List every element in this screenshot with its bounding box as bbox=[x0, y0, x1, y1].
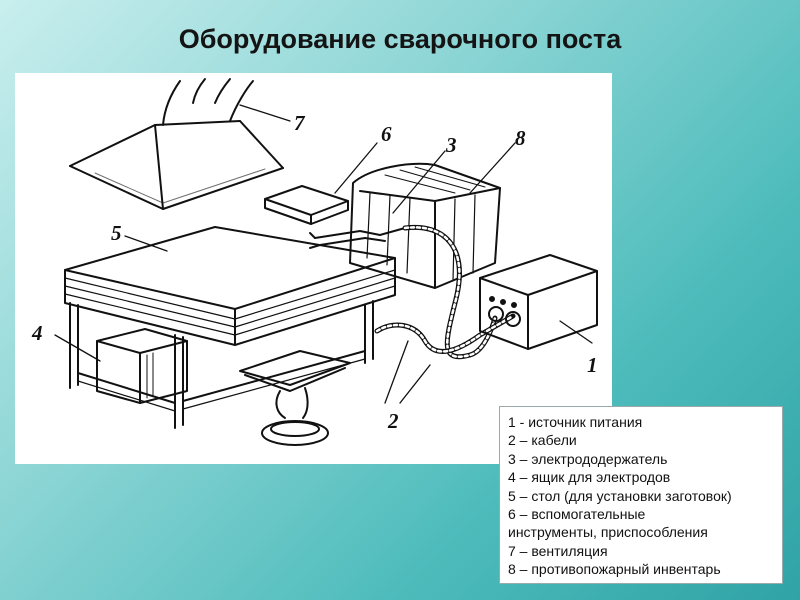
diagram-label-8: 8 bbox=[515, 126, 526, 150]
legend-box: 1 - источник питания 2 – кабели 3 – элек… bbox=[499, 406, 783, 584]
legend-line: 7 – вентиляция bbox=[508, 542, 608, 559]
welding-station-drawing bbox=[54, 78, 598, 446]
diagram-label-5: 5 bbox=[111, 221, 122, 245]
welding-cables bbox=[374, 224, 516, 360]
welder-stool bbox=[239, 350, 351, 446]
diagram-label-6: 6 bbox=[381, 122, 392, 146]
fire-equipment-box bbox=[349, 162, 501, 289]
welding-station-figure: 7 6 3 8 5 4 2 1 bbox=[15, 73, 612, 464]
electrode-box bbox=[96, 328, 188, 404]
legend-line: 5 – стол (для установки заготовок) bbox=[508, 487, 732, 504]
legend-line: 4 – ящик для электродов bbox=[508, 469, 671, 486]
diagram-label-4: 4 bbox=[32, 321, 43, 345]
ventilation-hood bbox=[69, 78, 284, 210]
welding-table bbox=[64, 226, 396, 429]
legend-line: 1 - источник питания bbox=[508, 414, 643, 430]
leader-lines bbox=[54, 104, 593, 404]
legend-line: 3 – электрододержатель bbox=[508, 450, 668, 467]
auxiliary-tools-case bbox=[264, 185, 349, 225]
legend-line: инструменты, приспособления bbox=[508, 524, 708, 541]
legend-line: 2 – кабели bbox=[508, 432, 577, 449]
diagram-label-2: 2 bbox=[388, 409, 399, 433]
diagram-label-1: 1 bbox=[587, 353, 598, 377]
legend-line: 8 – противопожарный инвентарь bbox=[508, 561, 721, 578]
legend-line: 6 – вспомогательные bbox=[508, 506, 646, 523]
diagram-label-3: 3 bbox=[446, 133, 457, 157]
page-title: Оборудование сварочного поста bbox=[178, 24, 622, 54]
diagram-label-7: 7 bbox=[294, 111, 305, 135]
power-source bbox=[479, 254, 598, 350]
electrode-holder bbox=[309, 227, 406, 249]
